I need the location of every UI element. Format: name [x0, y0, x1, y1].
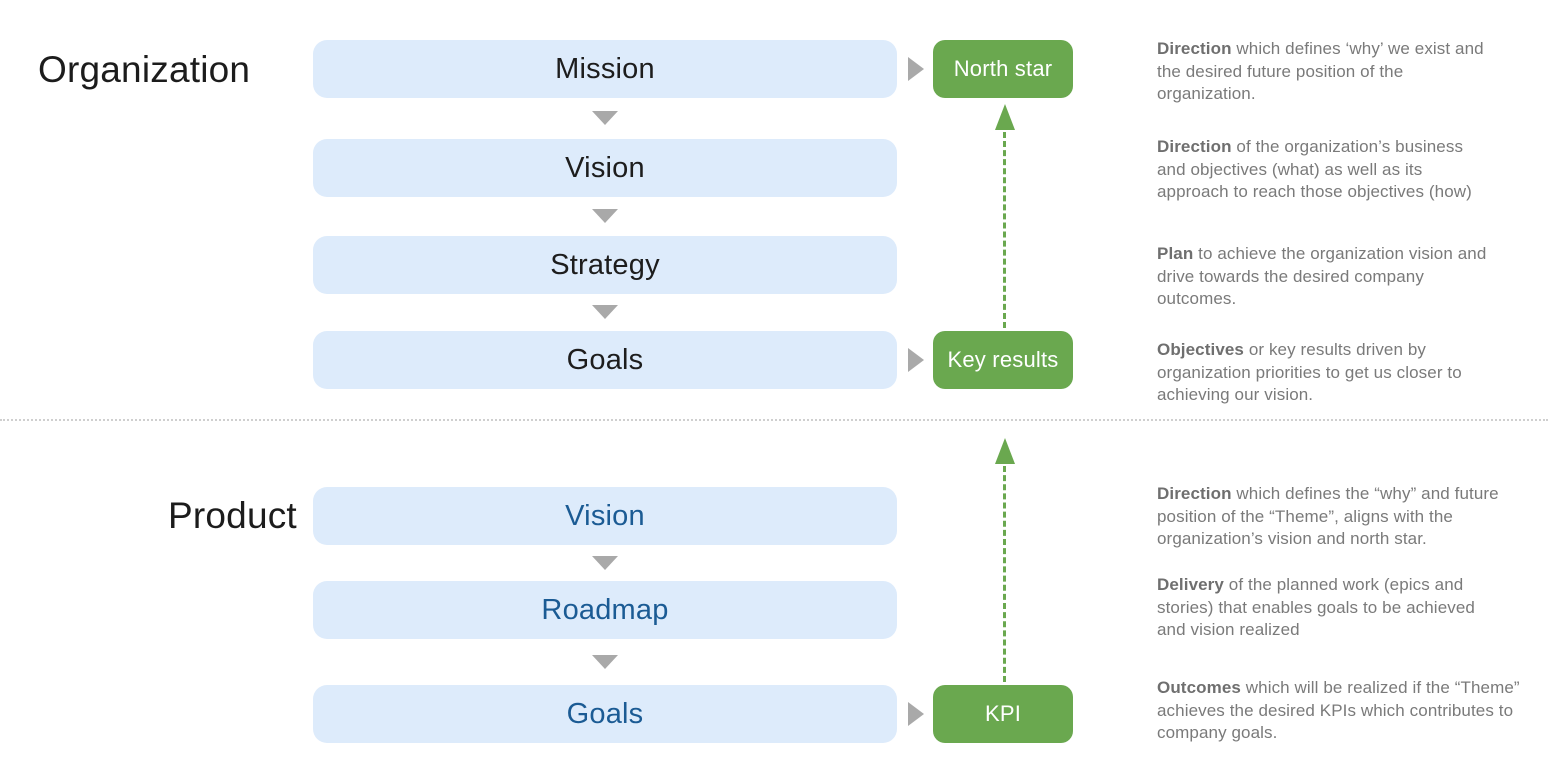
north-star-badge: North star	[933, 40, 1073, 98]
arrow-down-icon	[592, 305, 618, 319]
kpi-badge-label: KPI	[984, 701, 1022, 726]
dashed-arrow-up-head-icon	[995, 438, 1015, 464]
arrow-right-icon	[908, 57, 924, 81]
north-star-badge-label: North star	[953, 56, 1053, 81]
arrow-down-icon	[592, 655, 618, 669]
description-vision: Direction of the organization’s business…	[1157, 137, 1472, 201]
organization-section-label: Organization	[38, 49, 251, 90]
description-mission: Direction which defines ‘why’ we exist a…	[1157, 39, 1484, 103]
description-product-vision: Direction which defines the “why” and fu…	[1157, 484, 1499, 548]
description-product-goals: Outcomes which will be realized if the “…	[1157, 678, 1520, 742]
org-box-goals-label: Goals	[566, 343, 644, 376]
arrow-right-icon	[908, 702, 924, 726]
description-product-roadmap: Delivery of the planned work (epics and …	[1157, 575, 1475, 639]
product-box-goals: Goals	[313, 685, 897, 743]
key-results-badge: Key results	[933, 331, 1073, 389]
arrow-down-icon	[592, 111, 618, 125]
description-strategy: Plan to achieve the organization vision …	[1157, 244, 1487, 308]
kpi-badge: KPI	[933, 685, 1073, 743]
dashed-arrow-up-line	[1003, 466, 1006, 682]
org-box-mission-label: Mission	[555, 52, 655, 85]
product-section-label: Product	[168, 495, 297, 536]
description-goals: Objectives or key results driven by orga…	[1157, 340, 1462, 404]
section-divider	[0, 419, 1548, 421]
org-box-strategy: Strategy	[313, 236, 897, 294]
dashed-arrow-up-head-icon	[995, 104, 1015, 130]
org-box-strategy-label: Strategy	[550, 248, 660, 281]
arrow-down-icon	[592, 556, 618, 570]
arrow-right-icon	[908, 348, 924, 372]
product-box-roadmap-label: Roadmap	[541, 593, 669, 626]
product-box-goals-label: Goals	[566, 697, 644, 730]
org-box-vision-label: Vision	[565, 151, 645, 184]
product-box-vision: Vision	[313, 487, 897, 545]
arrow-down-icon	[592, 209, 618, 223]
org-box-goals: Goals	[313, 331, 897, 389]
org-box-mission: Mission	[313, 40, 897, 98]
key-results-badge-label: Key results	[947, 347, 1059, 372]
product-box-roadmap: Roadmap	[313, 581, 897, 639]
product-box-vision-label: Vision	[565, 499, 645, 532]
dashed-arrow-up-line	[1003, 132, 1006, 328]
org-box-vision: Vision	[313, 139, 897, 197]
